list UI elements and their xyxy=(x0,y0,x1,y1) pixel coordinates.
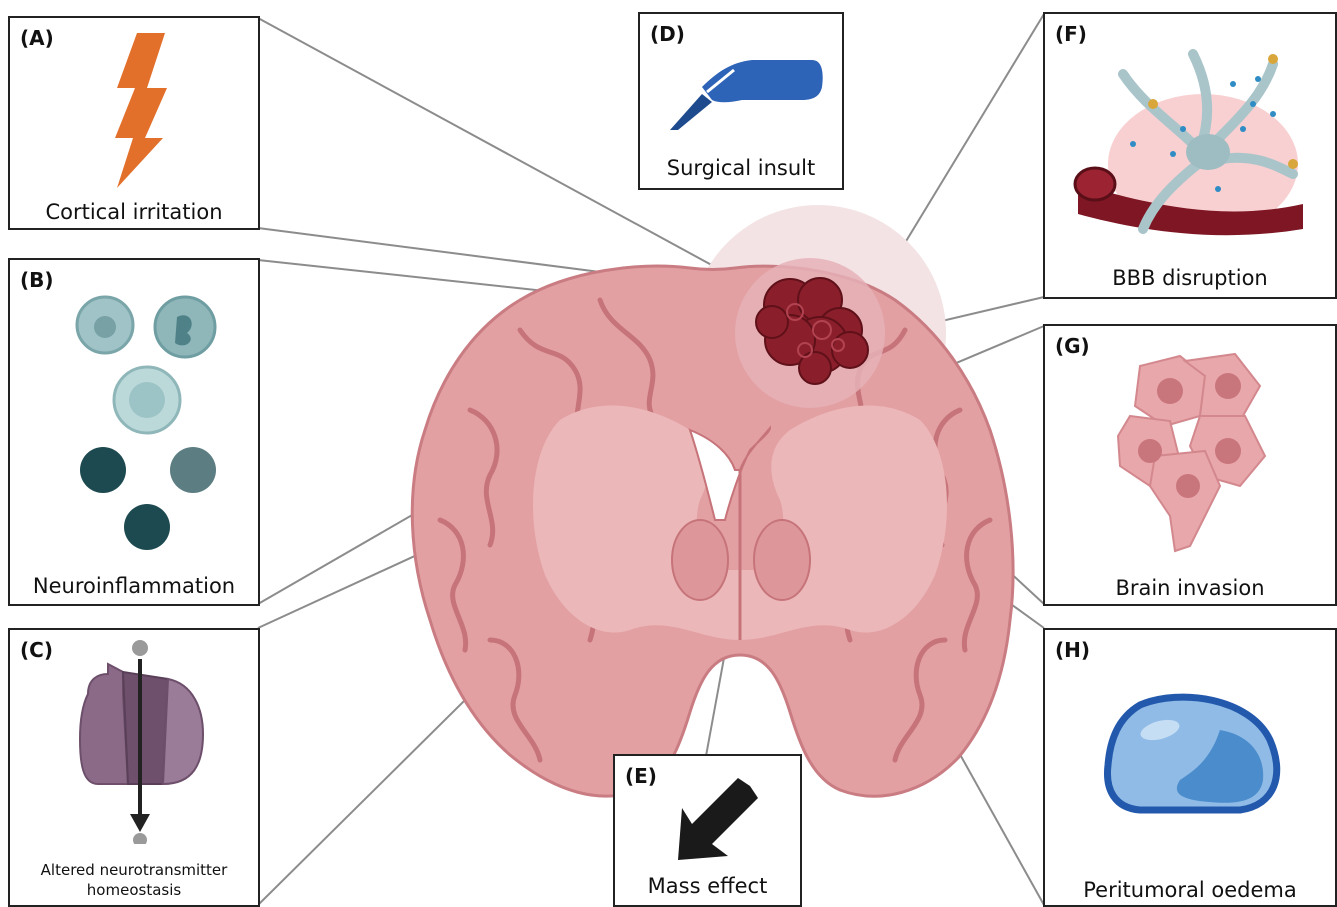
panel-e-caption: Mass effect xyxy=(615,874,800,898)
panel-b-label: (B) xyxy=(20,268,54,292)
tumor-cells-icon xyxy=(1110,346,1280,561)
panel-c-label: (C) xyxy=(20,638,53,662)
immune-cells-icon xyxy=(65,295,225,555)
panel-g-label: (G) xyxy=(1055,334,1090,358)
panel-h-label: (H) xyxy=(1055,638,1090,662)
arrow-icon xyxy=(670,778,760,868)
panel-g: (G) Brain invasion xyxy=(1043,324,1337,606)
panel-c: (C) Altered neurotransmitter homeostasis xyxy=(8,628,260,907)
panel-g-caption: Brain invasion xyxy=(1045,576,1335,600)
scalpel-hand-icon xyxy=(662,42,827,137)
panel-h-caption: Peritumoral oedema xyxy=(1045,878,1335,902)
panel-e-label: (E) xyxy=(625,764,657,788)
panel-a-caption: Cortical irritation xyxy=(10,200,258,224)
panel-e: (E) Mass effect xyxy=(613,754,802,907)
lightning-bolt-icon xyxy=(105,28,185,193)
panel-d: (D) Surgical insult xyxy=(638,12,844,190)
panel-b: (B) Neuroinflammation xyxy=(8,258,260,606)
blood-brain-barrier-icon xyxy=(1073,34,1313,249)
oedema-droplet-icon xyxy=(1100,690,1285,820)
panel-a-label: (A) xyxy=(20,26,54,50)
panel-f-caption: BBB disruption xyxy=(1045,266,1335,290)
panel-a: (A) Cortical irritation xyxy=(8,16,260,230)
brain-thalamus xyxy=(672,520,728,600)
brain-illustration xyxy=(412,205,1013,796)
transporter-channel-icon xyxy=(68,634,218,844)
panel-c-caption: Altered neurotransmitter homeostasis xyxy=(10,860,258,900)
brain-thalamus-right xyxy=(754,520,810,600)
panel-d-caption: Surgical insult xyxy=(640,156,842,180)
panel-h: (H) Peritumoral oedema xyxy=(1043,628,1337,907)
panel-f: (F) BBB disruption xyxy=(1043,12,1337,299)
panel-b-caption: Neuroinflammation xyxy=(10,574,258,598)
